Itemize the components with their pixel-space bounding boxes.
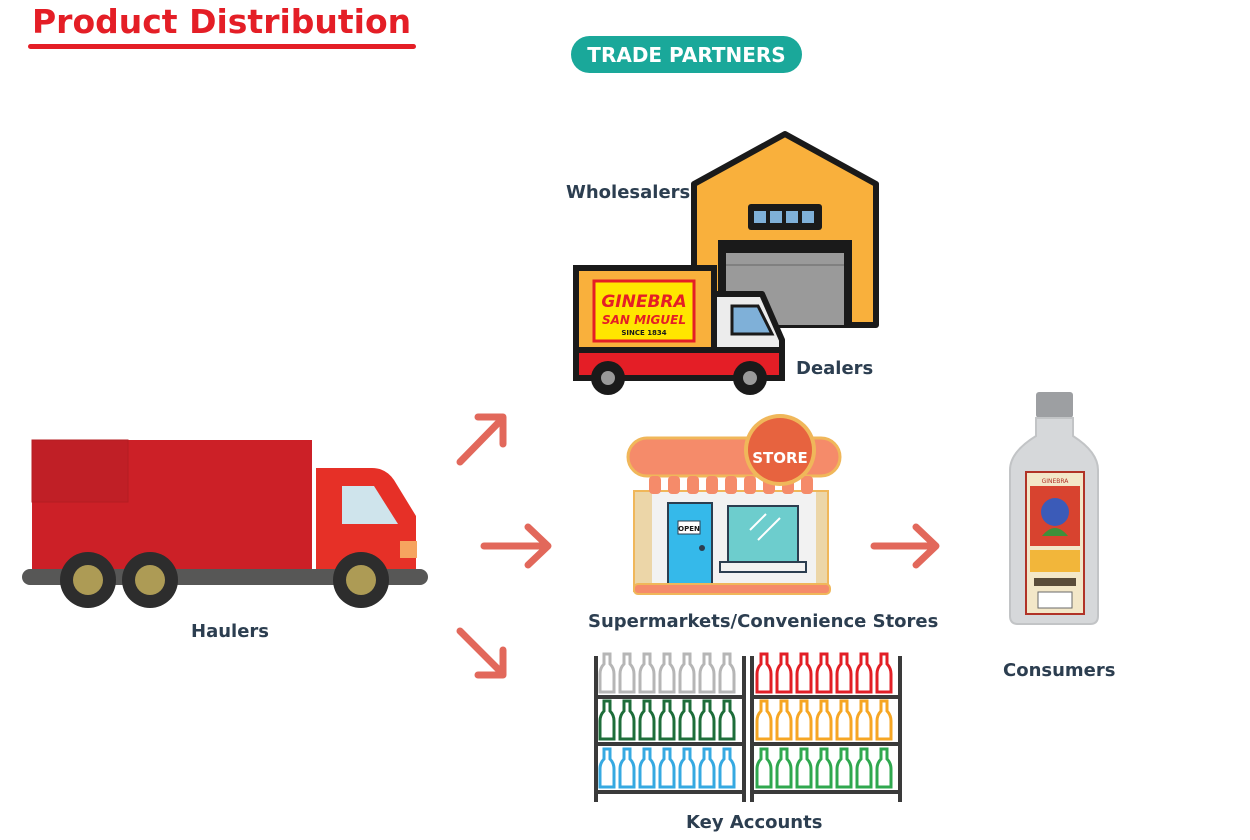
arrow-to-consumers-icon	[870, 523, 940, 569]
shelf-bottle-icon	[638, 699, 656, 741]
shelf-bottle-icon	[718, 747, 736, 789]
shelf-bottle-icon	[698, 652, 716, 694]
shelf-bottle-icon	[678, 699, 696, 741]
shelf-bottle-icon	[598, 699, 616, 741]
key-accounts-shelf-icon	[594, 652, 902, 802]
shelf-bottle-icon	[875, 747, 893, 789]
shelf-bottle-icon	[815, 652, 833, 694]
shelf-bottle-icon	[678, 652, 696, 694]
shelf-bottle-icon	[775, 747, 793, 789]
node-label-wholesalers: Wholesalers	[566, 182, 691, 203]
arrow-down-right-icon	[456, 627, 507, 679]
shelf-bottle-icon	[855, 747, 873, 789]
shelf-bottle-icon	[795, 652, 813, 694]
shelf-bottle-icon	[755, 699, 773, 741]
truck-brand-line3: SINCE 1834	[621, 329, 666, 337]
warehouse-icon	[691, 131, 879, 328]
shelf-bottle-icon	[875, 652, 893, 694]
shelf-bottle-icon	[775, 652, 793, 694]
store-sign-text: STORE	[752, 449, 808, 467]
node-label-consumers: Consumers	[1003, 660, 1116, 681]
shelf-bottle-icon	[618, 747, 636, 789]
door-open-sign: OPEN	[678, 525, 700, 533]
arrow-right-icon	[480, 523, 552, 569]
shelf-bottle-icon	[755, 747, 773, 789]
node-label-stores: Supermarkets/Convenience Stores	[588, 611, 939, 632]
shelf-bottle-icon	[618, 652, 636, 694]
hauler-truck-icon	[22, 439, 428, 608]
shelf-bottle-icon	[835, 652, 853, 694]
node-label-key-accounts: Key Accounts	[686, 812, 823, 833]
shelf-bottle-icon	[835, 699, 853, 741]
shelf-bottle-icon	[638, 747, 656, 789]
shelf-bottle-icon	[718, 652, 736, 694]
shelf-bottle-icon	[855, 652, 873, 694]
trade-partners-badge: TRADE PARTNERS	[571, 36, 802, 73]
truck-brand-line2: SAN MIGUEL	[602, 313, 686, 327]
shelf-bottle-icon	[598, 652, 616, 694]
shelf-bottle-icon	[875, 699, 893, 741]
shelf-bottle-icon	[658, 699, 676, 741]
shelf-bottle-icon	[598, 747, 616, 789]
shelf-bottle-icon	[795, 747, 813, 789]
shelf-bottle-icon	[815, 747, 833, 789]
shelf-bottle-icon	[678, 747, 696, 789]
title-underline	[28, 44, 416, 49]
shelf-bottle-icon	[658, 747, 676, 789]
convenience-store-icon: STORE OPEN	[626, 414, 842, 595]
shelf-bottle-icon	[795, 699, 813, 741]
shelf-bottle-icon	[855, 699, 873, 741]
shelf-bottle-icon	[815, 699, 833, 741]
shelf-bottle-icon	[755, 652, 773, 694]
dealer-truck-icon: GINEBRA SAN MIGUEL SINCE 1834	[573, 265, 785, 395]
gin-bottle-icon: GINEBRA	[1009, 392, 1099, 625]
node-label-haulers: Haulers	[191, 621, 269, 642]
shelf-bottle-icon	[618, 699, 636, 741]
node-label-dealers: Dealers	[796, 358, 874, 379]
page-title: Product Distribution	[32, 2, 412, 41]
shelf-bottle-icon	[658, 652, 676, 694]
arrow-up-right-icon	[456, 413, 507, 466]
shelf-bottle-icon	[775, 699, 793, 741]
shelf-bottle-icon	[718, 699, 736, 741]
shelf-bottle-icon	[638, 652, 656, 694]
shelf-bottle-icon	[698, 699, 716, 741]
truck-brand-line1: GINEBRA	[601, 292, 686, 312]
shelf-bottle-icon	[835, 747, 853, 789]
svg-text:GINEBRA: GINEBRA	[1042, 478, 1070, 485]
shelf-bottle-icon	[698, 747, 716, 789]
